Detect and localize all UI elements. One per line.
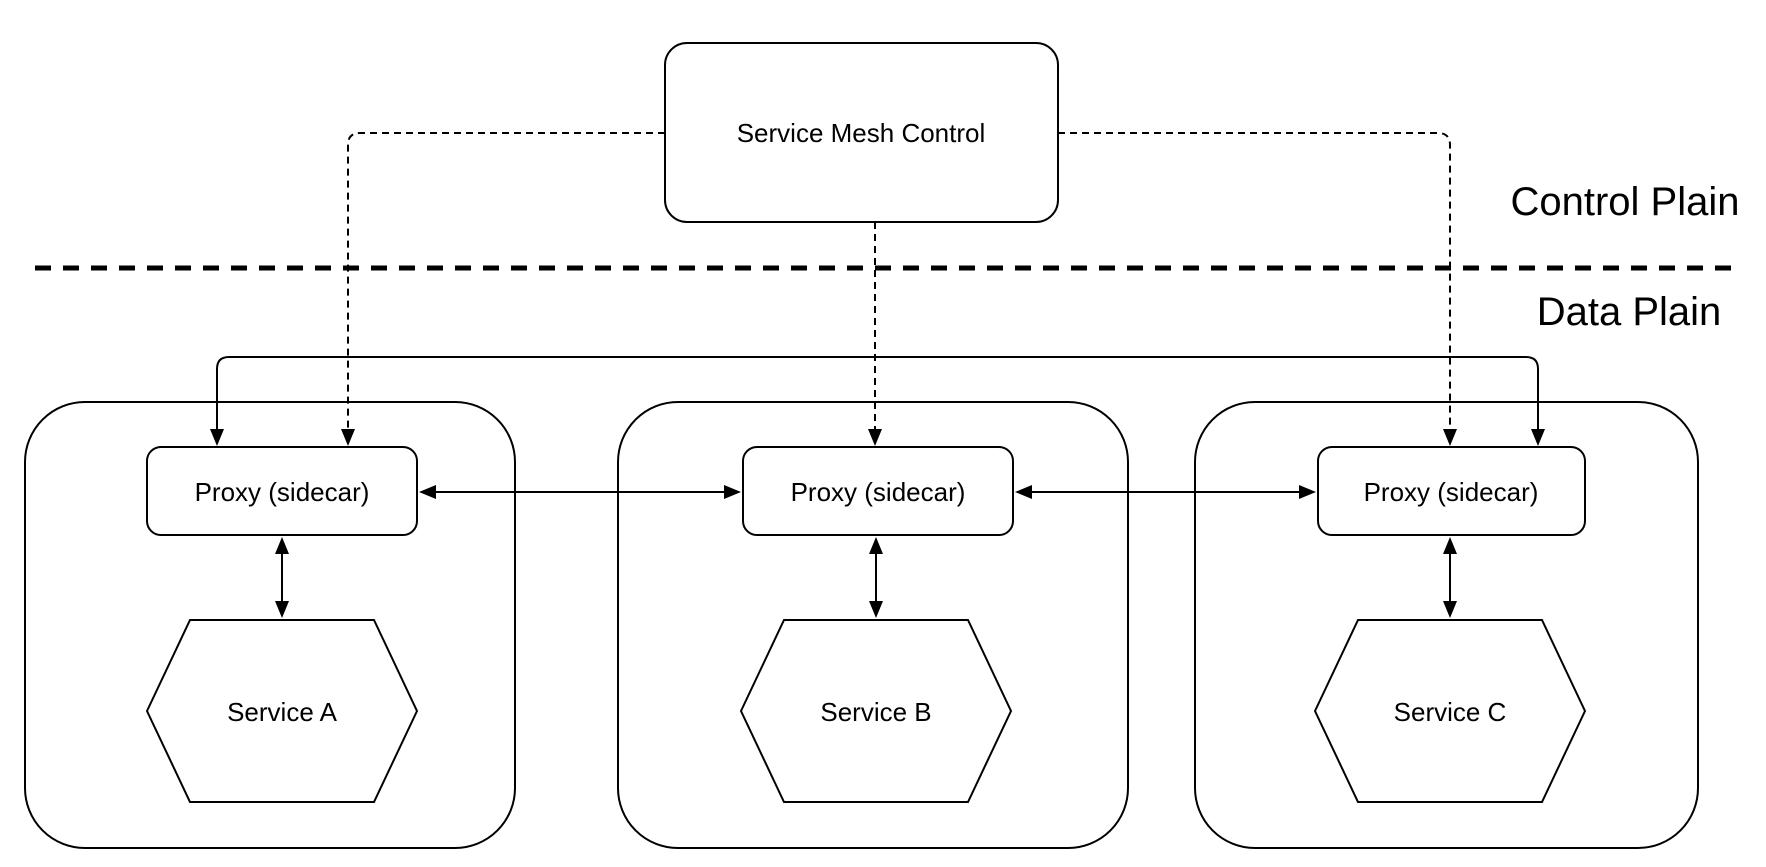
proxy-c-box — [1317, 446, 1586, 536]
service-c-label: Service C — [1394, 697, 1507, 727]
service-a-label: Service A — [227, 697, 337, 727]
arrowhead-down-service-b — [869, 601, 883, 618]
arrowhead-down-service-a — [275, 601, 289, 618]
service-b-hexagon — [739, 619, 1013, 803]
edge-control-to-proxy-c — [1058, 132, 1451, 430]
edge-proxy-a-to-proxy-c — [216, 356, 1539, 430]
arrowhead-bus-into-proxy-a — [210, 429, 224, 446]
arrowhead-up-proxy-a — [275, 537, 289, 554]
arrowhead-control-to-proxy-c — [1443, 429, 1457, 446]
arrowhead-into-proxy-b-right — [1015, 485, 1032, 499]
proxy-b-label: Proxy (sidecar) — [791, 477, 966, 507]
control-plane-label: Control Plain — [1510, 180, 1739, 224]
arrowhead-control-to-proxy-a — [341, 429, 355, 446]
arrowhead-up-proxy-b — [869, 537, 883, 554]
service-b-label: Service B — [820, 697, 931, 727]
service-mesh-control-node: Service Mesh Control — [664, 42, 1059, 223]
service-mesh-control-label: Service Mesh Control — [737, 118, 986, 148]
arrowhead-down-service-c — [1443, 601, 1457, 618]
pod-a: Proxy (sidecar) Service A — [145, 446, 419, 803]
service-a-hexagon — [145, 619, 419, 803]
proxy-a-label: Proxy (sidecar) — [195, 477, 370, 507]
data-plane-label: Data Plain — [1537, 290, 1722, 334]
pod-c: Proxy (sidecar) Service C — [1313, 446, 1587, 803]
arrowhead-into-proxy-b-left — [724, 485, 741, 499]
service-c-hexagon — [1313, 619, 1587, 803]
pod-b: Proxy (sidecar) Service B — [739, 446, 1014, 803]
proxy-b-box — [742, 446, 1014, 536]
arrowhead-control-to-proxy-b — [868, 429, 882, 446]
proxy-a-box — [146, 446, 418, 536]
arrowhead-into-proxy-c-left — [1299, 485, 1316, 499]
proxy-c-label: Proxy (sidecar) — [1364, 477, 1539, 507]
arrowhead-into-proxy-a — [419, 485, 436, 499]
arrowhead-bus-into-proxy-c — [1531, 429, 1545, 446]
service-mesh-control-box — [664, 42, 1059, 223]
arrowhead-up-proxy-c — [1443, 537, 1457, 554]
edge-control-to-proxy-a — [347, 132, 665, 430]
